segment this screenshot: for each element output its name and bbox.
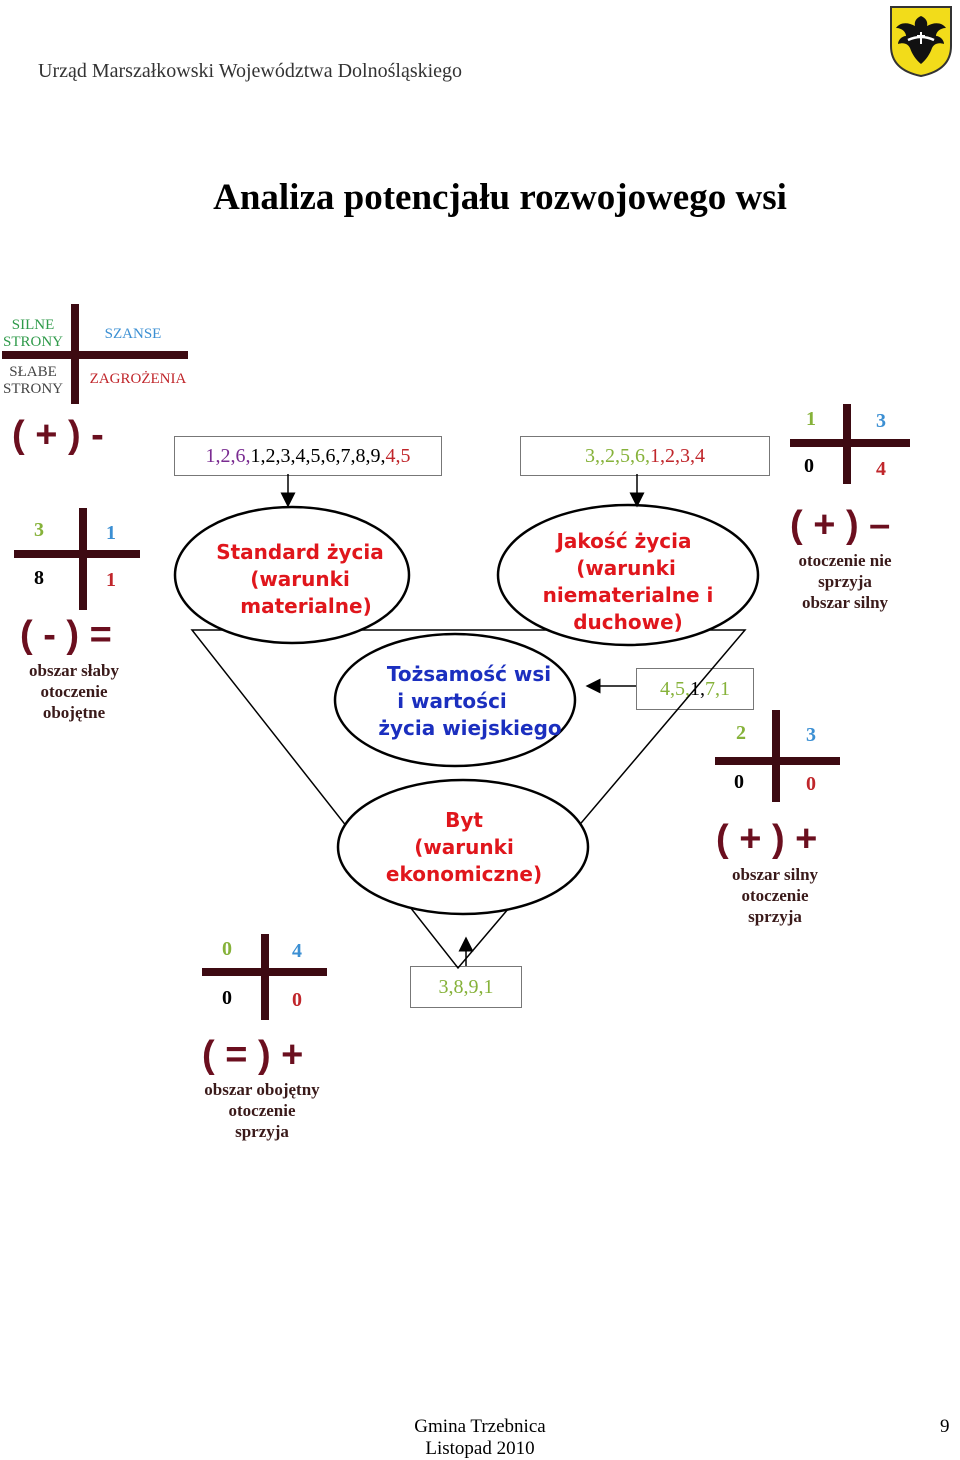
quadrant-symbol-top-right: ( + ) – (790, 504, 891, 546)
ellipse-quality-line2: (warunki (576, 556, 676, 580)
q-bottom-num-tr: 4 (292, 940, 302, 962)
footer-gmina: Gmina Trzebnica (414, 1416, 546, 1437)
swot-legend-cross (2, 304, 188, 404)
footer: Gmina Trzebnica Listopad 2010 (380, 1416, 580, 1460)
q-left-num-tl: 3 (34, 519, 44, 541)
q-left-num-tr: 1 (106, 522, 116, 544)
q-right-num-bl: 0 (734, 771, 744, 793)
q-topright-num-bl: 0 (804, 455, 814, 477)
footer-date: Listopad 2010 (425, 1438, 535, 1459)
ellipse-standard-line3: materialne) (240, 594, 371, 618)
legend-opportunities: SZANSE (104, 326, 162, 342)
q-right-num-tl: 2 (736, 722, 746, 744)
ellipse-identity-line3: życia wiejskiego (378, 716, 561, 740)
page-number: 9 (940, 1416, 950, 1437)
funnel-outline (190, 629, 747, 970)
header-organization: Urząd Marszałkowski Województwa Dolnoślą… (38, 60, 463, 82)
ellipse-existence-line3: ekonomiczne) (386, 862, 542, 886)
ellipse-quality-line3: niematerialne i (543, 583, 714, 607)
ellipse-standard-line2: (warunki (250, 567, 350, 591)
quadrant-symbol-top-left: ( + ) - (12, 414, 104, 456)
q-left-num-bl: 8 (34, 567, 44, 589)
quadrant-symbol-right: ( + ) + (716, 818, 818, 860)
ellipse-identity (333, 632, 577, 768)
quadrant-symbol-bottom: ( = ) + (202, 1034, 304, 1076)
quadrant-symbol-left: ( - ) = (20, 614, 112, 656)
coat-of-arms-logo (888, 4, 954, 83)
q-left-num-br: 1 (106, 569, 116, 591)
q-bottom-num-tl: 0 (222, 938, 232, 960)
q-bottom-num-br: 0 (292, 989, 302, 1011)
q-topright-num-tr: 3 (876, 410, 886, 432)
ellipse-existence-line1: Byt (445, 808, 483, 832)
ellipse-existence (336, 778, 590, 916)
ellipse-existence-line2: (warunki (414, 835, 514, 859)
ellipse-identity-line1: Tożsamość wsi (387, 662, 551, 686)
box-standard-scores: 1,2,6,1,2,3,4,5,6,7,8,9,4,5 (174, 436, 442, 476)
ellipse-quality (496, 503, 760, 647)
q-bottom-num-bl: 0 (222, 987, 232, 1009)
page-title: Analiza potencjału rozwojowego wsi (213, 177, 787, 218)
q-right-num-tr: 3 (806, 724, 816, 746)
box-quality-scores: 3,,2,5,6,1,2,3,4 (520, 436, 770, 476)
ellipse-quality-line4: duchowe) (573, 610, 683, 634)
q-right-num-br: 0 (806, 773, 816, 795)
ellipse-identity-line2: i wartości (397, 689, 507, 713)
q-topright-num-tl: 1 (806, 408, 816, 430)
ellipse-quality-line1: Jakość życia (554, 529, 691, 553)
legend-threats: ZAGROŻENIA (89, 371, 187, 387)
ellipse-standard-line1: Standard życia (216, 540, 384, 564)
box-existence-scores: 3,8,9,1 (410, 966, 522, 1008)
q-topright-num-br: 4 (876, 458, 886, 480)
